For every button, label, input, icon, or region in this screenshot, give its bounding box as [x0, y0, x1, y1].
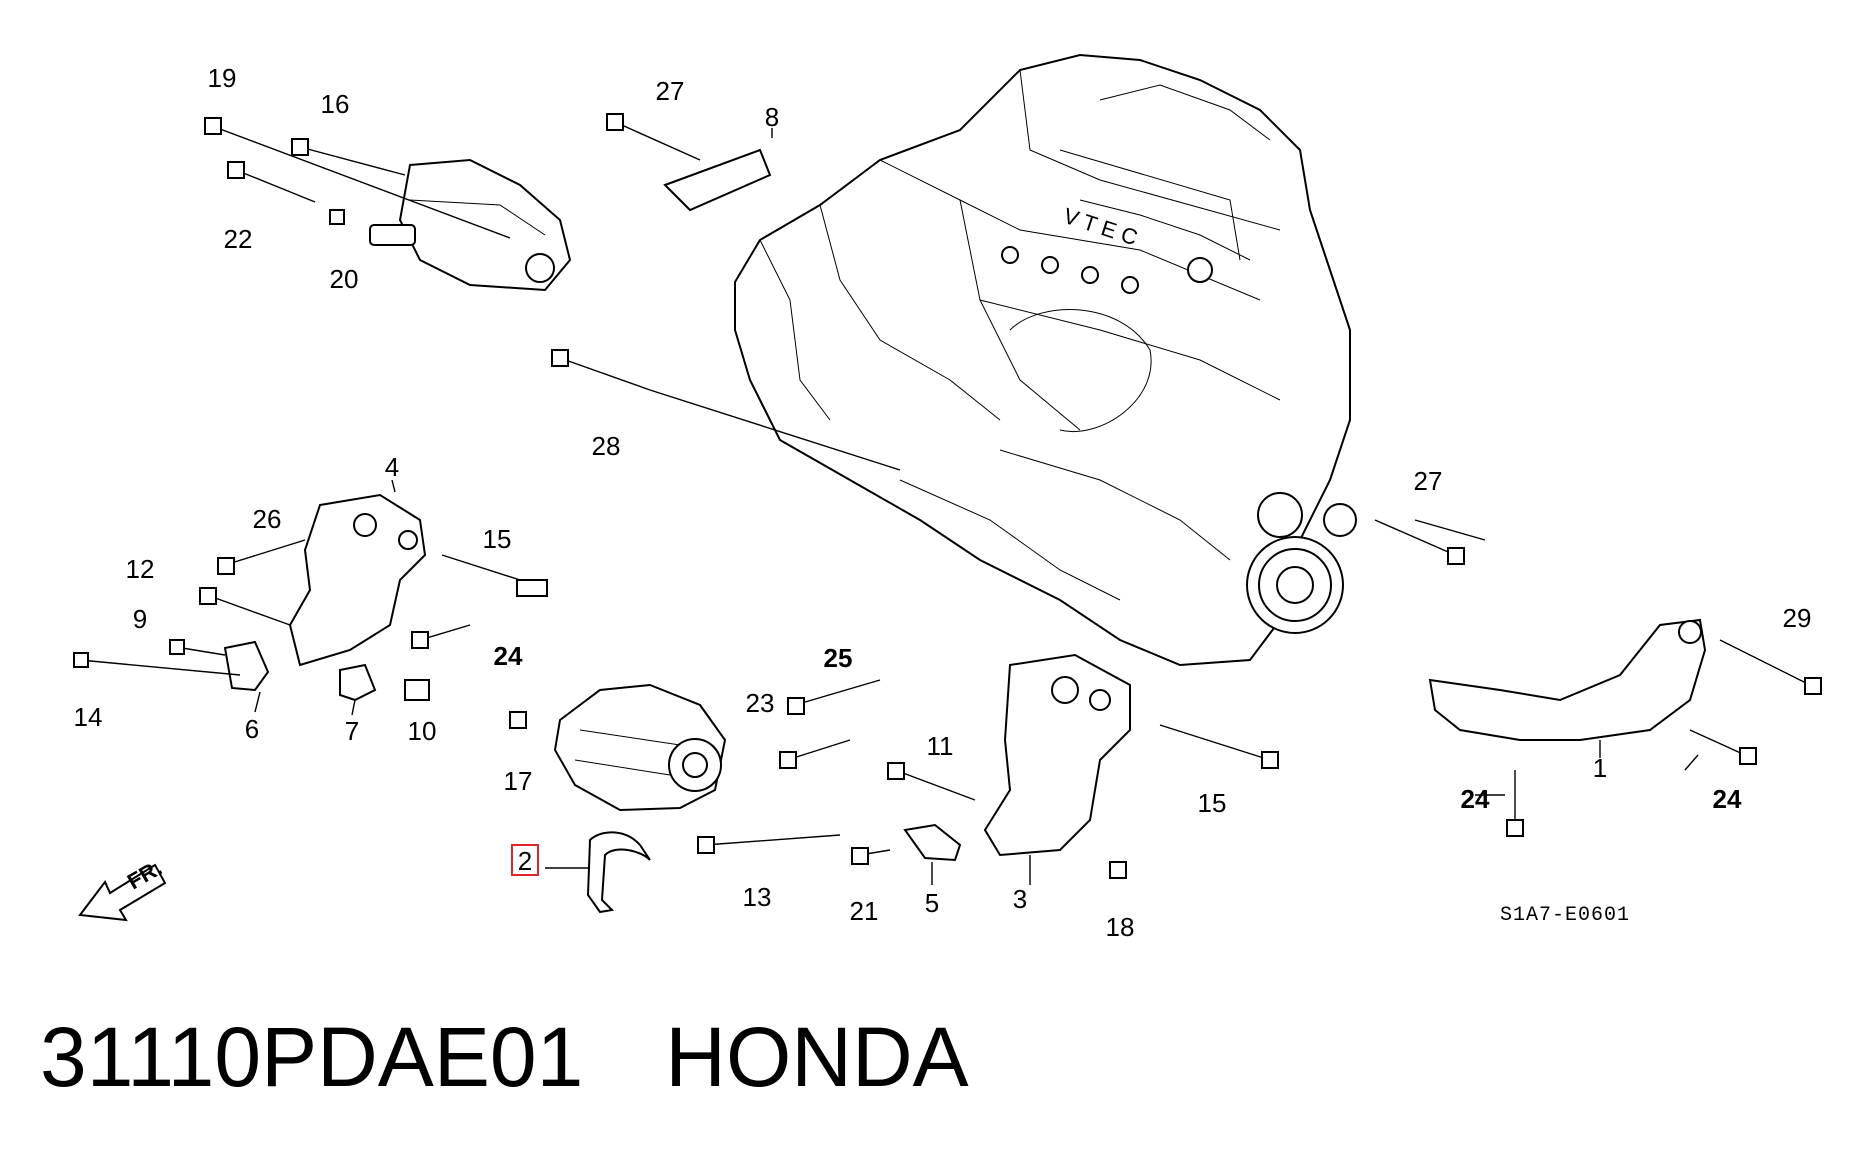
leader-lines — [254, 128, 1699, 885]
brand-name: HONDA — [665, 1010, 969, 1104]
callout-27b: 27 — [1414, 466, 1443, 496]
part-number: 31110PDAE01 — [40, 1010, 584, 1104]
callout-16: 16 — [321, 89, 350, 119]
callout-17: 17 — [504, 766, 533, 796]
bracket-1-illustration — [1428, 618, 1707, 741]
callout-24a: 24 — [494, 641, 523, 671]
bracket-5-illustration — [903, 823, 962, 862]
bracket-4-illustration — [288, 493, 427, 667]
parts-diagram: V T E C — [73, 53, 1822, 942]
highlight-box — [511, 844, 539, 876]
callout-9: 9 — [133, 604, 147, 634]
callout-11: 11 — [927, 731, 954, 761]
callout-6: 6 — [245, 714, 259, 744]
callout-19: 19 — [208, 63, 237, 93]
callout-28: 28 — [592, 431, 621, 461]
callout-26: 26 — [253, 504, 282, 534]
callout-1: 1 — [1593, 753, 1607, 783]
starter-motor-illustration — [369, 158, 572, 292]
callout-8: 8 — [765, 102, 779, 132]
callout-5: 5 — [925, 888, 939, 918]
bracket-7-illustration — [339, 663, 377, 702]
front-direction-arrow: FR. — [78, 855, 167, 922]
bracket-3-illustration — [983, 653, 1131, 857]
callout-15a: 15 — [483, 524, 512, 554]
alternator-illustration — [553, 683, 727, 812]
callout-25: 25 — [824, 643, 853, 673]
callout-23: 23 — [746, 688, 775, 718]
callout-27a: 27 — [656, 76, 685, 106]
callout-2: 2 — [518, 846, 532, 876]
callout-15b: 15 — [1198, 788, 1227, 818]
callout-29: 29 — [1783, 603, 1812, 633]
belt-2-illustration — [586, 831, 651, 914]
callout-7: 7 — [345, 716, 359, 746]
callout-4: 4 — [385, 452, 399, 482]
engine-assembly-illustration: V T E C — [734, 53, 1357, 667]
callout-12: 12 — [126, 554, 155, 584]
callout-10: 10 — [408, 716, 437, 746]
callout-20: 20 — [330, 264, 359, 294]
callout-24c: 24 — [1713, 784, 1742, 814]
callout-14: 14 — [74, 702, 103, 732]
callout-3: 3 — [1013, 884, 1027, 914]
callout-18: 18 — [1106, 912, 1135, 942]
bracket-6-illustration — [223, 640, 270, 692]
callout-24b: 24 — [1461, 784, 1490, 814]
diagram-code: S1A7-E0601 — [1500, 904, 1630, 927]
fasteners — [73, 113, 1822, 879]
callout-labels: 1 2 3 4 5 6 7 8 9 10 11 12 13 14 15 15 1… — [74, 63, 1812, 942]
callout-21: 21 — [850, 896, 879, 926]
callout-22: 22 — [224, 224, 253, 254]
callout-13: 13 — [743, 882, 772, 912]
